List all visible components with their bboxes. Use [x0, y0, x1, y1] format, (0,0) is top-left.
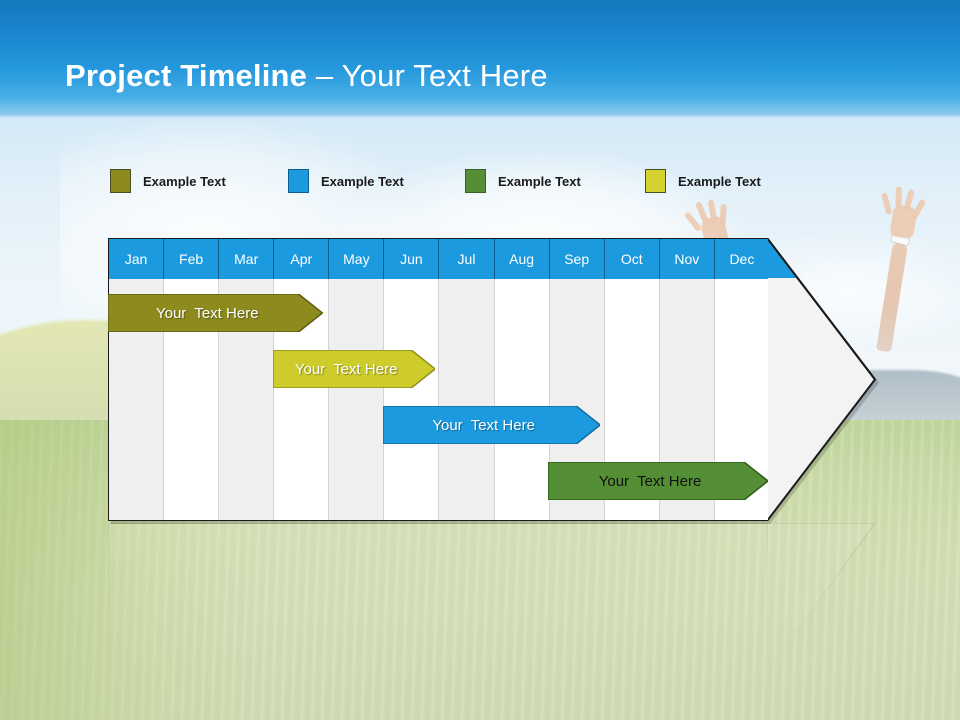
gantt-column [384, 279, 440, 520]
page-title-strong: Project Timeline [65, 58, 308, 93]
gantt-task-bar[interactable]: Your Text Here [548, 462, 768, 500]
gantt-month-cell[interactable]: Sep [549, 239, 605, 279]
gantt-month-cell[interactable]: Jun [384, 239, 440, 279]
gantt-task-bar-shape [273, 350, 436, 388]
gantt-column [494, 279, 550, 520]
legend-label: Example Text [143, 173, 226, 189]
gantt-month-cell[interactable]: Feb [164, 239, 220, 279]
gantt-column [329, 279, 385, 520]
gantt-month-cell[interactable]: Nov [659, 239, 715, 279]
gantt-month-cell[interactable]: Oct [604, 239, 660, 279]
legend-swatch [110, 169, 131, 193]
title-band [0, 0, 960, 118]
gantt-month-cell[interactable]: Jan [109, 239, 165, 279]
legend-swatch [288, 169, 309, 193]
gantt-month-cell[interactable]: Mar [219, 239, 275, 279]
legend-label: Example Text [321, 173, 404, 189]
gantt-month-cell[interactable]: Apr [274, 239, 330, 279]
gantt-month-cell[interactable]: Jul [439, 239, 495, 279]
legend-label: Example Text [498, 173, 581, 189]
gantt-month-cell[interactable]: Aug [494, 239, 550, 279]
legend-label: Example Text [678, 173, 761, 189]
legend-item[interactable]: Example Text [465, 168, 581, 194]
page-title-light: – Your Text Here [307, 58, 548, 93]
legend-item[interactable]: Example Text [288, 168, 404, 194]
gantt-column [439, 279, 495, 520]
gantt-task-bar-shape [383, 406, 601, 444]
gantt-month-cell[interactable]: Dec [714, 239, 768, 279]
gantt-month-cell[interactable]: May [329, 239, 385, 279]
gantt-task-bar[interactable]: Your Text Here [273, 350, 436, 388]
legend-item[interactable]: Example Text [110, 168, 226, 194]
legend-swatch [465, 169, 486, 193]
gantt-task-bar[interactable]: Your Text Here [383, 406, 601, 444]
page-title: Project Timeline – Your Text Here [65, 58, 548, 94]
gantt-arrow-head [767, 238, 877, 521]
legend-item[interactable]: Example Text [645, 168, 761, 194]
gantt-task-bar-shape [548, 462, 768, 500]
gantt-task-bar[interactable]: Your Text Here [108, 294, 323, 332]
gantt-task-bar-shape [108, 294, 323, 332]
legend-swatch [645, 169, 666, 193]
